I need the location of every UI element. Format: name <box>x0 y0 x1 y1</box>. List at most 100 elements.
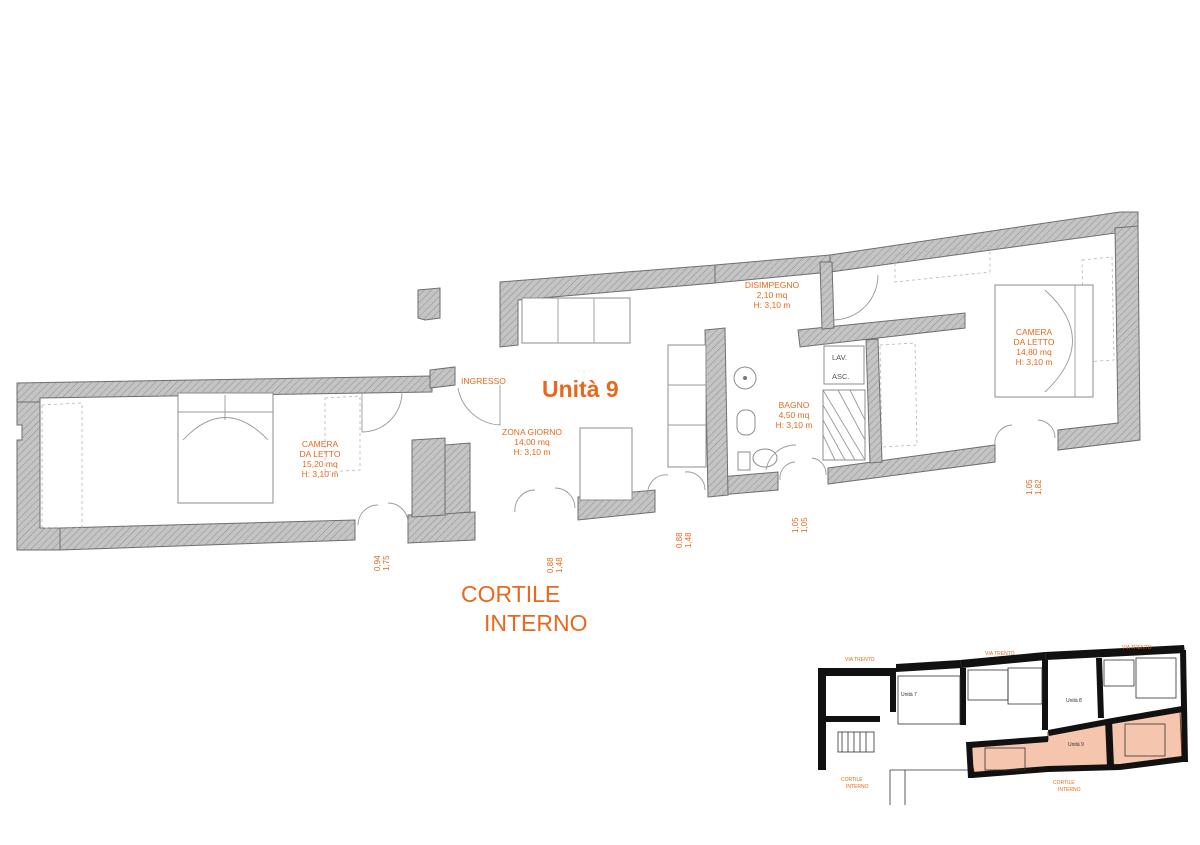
key-plan-wall-a <box>960 668 966 725</box>
room-hallway-name: DISIMPEGNO <box>745 280 800 290</box>
courtyard-line1: CORTILE <box>461 581 560 607</box>
room-living-name: ZONA GIORNO <box>502 427 562 437</box>
doors <box>357 274 1056 526</box>
opening-2: 0,88 1,48 <box>546 557 564 573</box>
kitchen-cabinet <box>667 344 707 468</box>
key-plan-court-right-1: CORTILE <box>1053 780 1075 786</box>
door-entrance <box>457 385 501 426</box>
opening-4-width: 1,05 <box>791 517 800 533</box>
window-3 <box>647 471 706 496</box>
opening-4: 1,05 1,05 <box>791 517 809 533</box>
key-plan-unit-8: Unità 8 <box>1066 698 1082 704</box>
key-plan-wall-b <box>1042 660 1048 730</box>
unit-title: Unità 9 <box>542 376 619 402</box>
wardrobe-left-1 <box>41 402 83 529</box>
room-bathroom-height: H: 3,10 m <box>776 420 813 430</box>
key-plan-street-left: VIA TRENTO <box>845 657 875 663</box>
opening-3-height: 1,48 <box>684 532 693 548</box>
key-plan-room-7 <box>897 675 961 725</box>
wall-bath-east <box>865 338 883 464</box>
opening-2-width: 0,88 <box>546 557 555 573</box>
key-plan-building-top <box>896 660 962 672</box>
wall-pillar-1b <box>429 366 456 389</box>
room-bedroom-left-name2: DA LETTO <box>300 449 341 459</box>
door-bath <box>765 444 797 471</box>
toilet <box>752 448 778 468</box>
opening-1: 0,94 1,75 <box>373 555 391 571</box>
opening-1-height: 1,75 <box>382 555 391 571</box>
opening-5-width: 1,05 <box>1025 479 1034 495</box>
shower-lines <box>822 389 866 461</box>
wardrobe-east <box>1081 256 1115 363</box>
walls <box>16 211 1141 551</box>
sink-inner <box>743 376 747 380</box>
key-plan-building-right <box>1180 650 1188 762</box>
room-hallway-height: H: 3,10 m <box>754 300 791 310</box>
key-plan-stairs-lines <box>841 732 867 752</box>
room-bathroom-name: BAGNO <box>779 400 810 410</box>
key-plan-unit9-left <box>966 742 974 778</box>
wall-corridor <box>797 312 966 348</box>
key-plan-room-8d <box>1135 657 1177 699</box>
washer-dryer <box>823 345 865 385</box>
key-plan-room-8b <box>1007 667 1043 705</box>
opening-4-height: 1,05 <box>800 517 809 533</box>
wardrobe-right <box>879 342 918 448</box>
opening-5-height: 1,82 <box>1034 479 1043 495</box>
key-plan-court-left-2: INTERNO <box>846 784 869 790</box>
dryer-label: ASC. <box>832 372 850 381</box>
room-bedroom-right: CAMERA DA LETTO 14,80 mq H: 3,10 m <box>1014 327 1055 367</box>
room-bedroom-right-height: H: 3,10 m <box>1016 357 1053 367</box>
furniture: LAV. ASC. <box>41 244 1115 529</box>
opening-5: 1,05 1,82 <box>1025 479 1043 495</box>
wall-left-west <box>16 401 61 551</box>
key-plan-building-top3 <box>1045 645 1185 660</box>
bed-right-arc <box>1044 289 1073 393</box>
key-plan: VIA TRENTO VIA TRENTO VIA TRENTO Unità 7… <box>818 645 1188 805</box>
toilet-tank <box>737 451 751 471</box>
sofa <box>521 297 631 344</box>
wall-bottom-right <box>827 444 996 485</box>
key-plan-unit9-mid <box>1048 706 1183 736</box>
opening-2-height: 1,48 <box>555 557 564 573</box>
wall-bath-west <box>704 327 729 498</box>
bidet <box>736 409 756 436</box>
room-hallway: DISIMPEGNO 2,10 mq H: 3,10 m <box>745 280 800 310</box>
key-plan-court-left-1: CORTILE <box>841 777 863 783</box>
dining-table <box>579 427 633 501</box>
door-bedroom-left <box>361 391 403 433</box>
opening-1-width: 0,94 <box>373 555 382 571</box>
room-living-height: H: 3,10 m <box>514 447 551 457</box>
wall-east <box>1057 225 1141 451</box>
wall-left-bottom <box>59 519 356 551</box>
opening-dims: 0,94 1,75 0,88 1,48 0,88 1,48 1,05 1,05 … <box>373 479 1043 573</box>
wall-top-right <box>714 254 831 284</box>
room-bedroom-left: CAMERA DA LETTO 15,20 mq H: 3,10 m <box>300 439 341 479</box>
bed-right <box>994 284 1094 398</box>
room-bedroom-right-area: 14,80 mq <box>1016 347 1052 357</box>
room-hallway-area: 2,10 mq <box>757 290 788 300</box>
room-bedroom-right-name1: CAMERA <box>1016 327 1053 337</box>
key-plan-room-8c <box>1103 659 1135 687</box>
wardrobe-left-2 <box>324 395 361 473</box>
key-plan-unit9-top <box>968 736 1048 748</box>
courtyard-line2: INTERNO <box>484 610 588 636</box>
wall-notch-2 <box>444 442 471 515</box>
door-hallway <box>832 274 879 321</box>
key-plan-room-8a <box>967 669 1009 701</box>
key-plan-room-9b <box>1124 723 1166 757</box>
washer-label: LAV. <box>832 353 847 362</box>
room-bedroom-right-name2: DA LETTO <box>1014 337 1055 347</box>
window-1 <box>357 502 409 526</box>
key-plan-street-right: VIA TRENTO <box>1122 645 1152 651</box>
key-plan-unit-7: Unità 7 <box>901 692 917 698</box>
key-plan-wall-d <box>1105 720 1114 766</box>
key-plan-stair-block <box>818 716 880 770</box>
room-bedroom-left-name1: CAMERA <box>302 439 339 449</box>
room-bathroom: BAGNO 4,50 mq H: 3,10 m <box>776 400 813 430</box>
window-2 <box>514 487 576 513</box>
window-4 <box>779 457 827 481</box>
wall-top-far <box>829 211 1139 273</box>
key-plan-unit-9: Unità 9 <box>1068 742 1084 748</box>
key-plan-court-right-2: INTERNO <box>1058 787 1081 793</box>
